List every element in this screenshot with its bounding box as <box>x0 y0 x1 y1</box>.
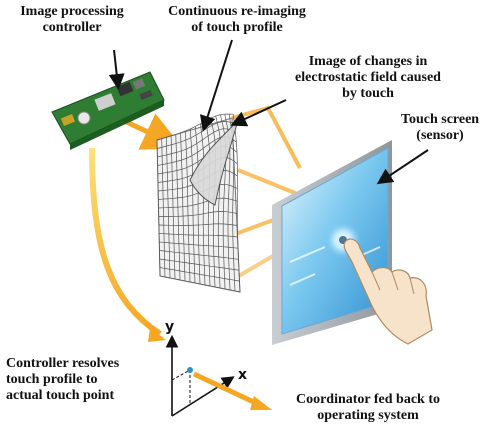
leader-lines <box>108 39 429 185</box>
label-image-processing-controller: Image processing controller <box>20 4 124 35</box>
label-coordinator-fed-back: Coordinator fed back to operating system <box>295 392 441 423</box>
x-axis <box>171 376 235 417</box>
label-touch-screen-sensor: Touch screen (sensor) <box>400 112 480 143</box>
grid-line-horizontal <box>158 197 238 209</box>
output-arrowhead <box>250 396 272 410</box>
pointing-hand-icon <box>343 238 433 345</box>
beam-axes-arrowhead <box>148 328 166 342</box>
grid-line-horizontal <box>158 223 238 226</box>
touch-point-marker <box>187 367 193 373</box>
beam-controller-to-axes <box>89 147 162 337</box>
label-continuous-reimaging: Continuous re-imaging of touch profile <box>168 4 306 35</box>
x-axis-label: x <box>238 367 248 383</box>
grid-line-horizontal <box>159 250 239 260</box>
beam-profile-top <box>231 105 302 169</box>
circuit-board-icon <box>51 71 165 150</box>
grid-line-horizontal <box>159 267 240 282</box>
y-axis-label: y <box>165 319 175 335</box>
grid-line-horizontal <box>156 113 234 141</box>
grid-line-horizontal <box>158 211 238 217</box>
grid-line-horizontal <box>159 233 238 238</box>
grid-line-horizontal <box>159 275 241 293</box>
label-controller-resolves: Controller resolves touch profile to act… <box>6 356 120 403</box>
touch-profile-grid <box>156 113 241 293</box>
label-electrostatic-field-image: Image of changes in electrostatic field … <box>295 54 441 101</box>
grid-line-horizontal <box>157 128 236 158</box>
grid-line-horizontal <box>157 121 235 149</box>
grid-line-horizontal <box>159 258 240 271</box>
coordinate-axes <box>165 334 272 417</box>
grid-line-horizontal <box>158 183 238 200</box>
grid-line-horizontal <box>159 241 239 249</box>
touch-screen-panel <box>272 140 392 345</box>
beam-profile-to-screen <box>237 168 301 197</box>
profile-peak <box>189 119 239 206</box>
